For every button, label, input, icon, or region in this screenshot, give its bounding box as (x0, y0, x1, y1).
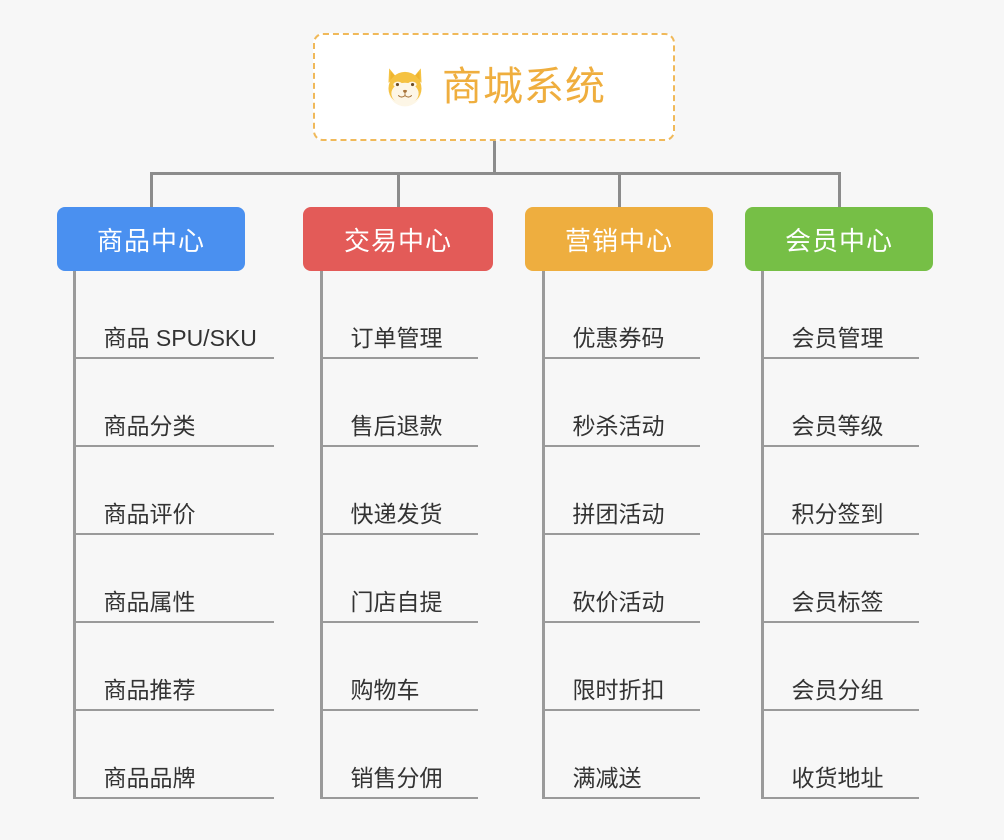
leaf-item[interactable]: 收货地址 (760, 711, 919, 799)
leaf-item-label: 商品属性 (103, 589, 196, 616)
leaf-item[interactable]: 会员标签 (760, 535, 919, 623)
leaf-item-label: 商品评价 (103, 501, 196, 528)
category-label: 会员中心 (784, 225, 893, 256)
category-box-1[interactable]: 商品中心 (57, 207, 245, 271)
category-label: 商品中心 (96, 225, 205, 256)
leaf-item-label: 砍价活动 (572, 589, 665, 616)
leaf-item-label: 商品分类 (103, 413, 196, 440)
leaf-item[interactable]: 商品推荐 (72, 623, 274, 711)
leaf-item[interactable]: 商品分类 (72, 359, 274, 447)
branch-drop-line-0 (149, 172, 153, 207)
category-box-2[interactable]: 交易中心 (303, 207, 493, 271)
leaf-item-label: 会员管理 (791, 325, 884, 352)
leaf-item[interactable]: 商品品牌 (72, 711, 274, 799)
leaf-item[interactable]: 销售分佣 (319, 711, 478, 799)
leaf-item[interactable]: 商品评价 (72, 447, 274, 535)
leaf-item-label: 满减送 (572, 765, 642, 792)
leaf-item[interactable]: 秒杀活动 (541, 359, 700, 447)
branch-trunk-line-2 (319, 271, 323, 799)
category-box-3[interactable]: 营销中心 (525, 207, 713, 271)
leaf-item-label: 秒杀活动 (572, 413, 665, 440)
leaf-item-label: 购物车 (350, 677, 420, 704)
leaf-item[interactable]: 会员管理 (760, 271, 919, 359)
shiba-dog-face-icon (388, 68, 422, 107)
leaf-item[interactable]: 售后退款 (319, 359, 478, 447)
leaf-item-label: 积分签到 (791, 501, 884, 528)
leaf-item[interactable]: 购物车 (319, 623, 478, 711)
branch-trunk-line-4 (760, 271, 764, 799)
branch-trunk-line-3 (541, 271, 545, 799)
category-box-4[interactable]: 会员中心 (745, 207, 933, 271)
leaf-item[interactable]: 限时折扣 (541, 623, 700, 711)
branch-drop-line-1 (396, 172, 400, 207)
leaf-item[interactable]: 商品 SPU/SKU (72, 271, 274, 359)
branch-drop-line-2 (617, 172, 621, 207)
leaf-item-label: 会员分组 (791, 677, 884, 704)
root-stem-line (492, 141, 496, 175)
leaf-item-label: 收货地址 (791, 765, 884, 792)
branch-trunk-line-1 (72, 271, 76, 799)
leaf-item[interactable]: 砍价活动 (541, 535, 700, 623)
branch-drop-line-3 (837, 172, 841, 207)
leaf-item[interactable]: 订单管理 (319, 271, 478, 359)
leaf-item[interactable]: 满减送 (541, 711, 700, 799)
leaf-item-label: 售后退款 (350, 413, 443, 440)
leaf-item-label: 商品 SPU/SKU (103, 325, 257, 352)
leaf-item[interactable]: 会员等级 (760, 359, 919, 447)
leaf-item[interactable]: 积分签到 (760, 447, 919, 535)
leaf-item-label: 优惠券码 (572, 325, 665, 352)
leaf-item[interactable]: 门店自提 (319, 535, 478, 623)
leaf-item[interactable]: 商品属性 (72, 535, 274, 623)
leaf-item[interactable]: 快递发货 (319, 447, 478, 535)
leaf-item[interactable]: 拼团活动 (541, 447, 700, 535)
leaf-item-label: 商品品牌 (103, 765, 196, 792)
root-title: 商城系统 (442, 65, 606, 109)
leaf-item-label: 限时折扣 (572, 677, 665, 704)
leaf-item-label: 订单管理 (350, 325, 443, 352)
leaf-item[interactable]: 优惠券码 (541, 271, 700, 359)
leaf-item-label: 会员标签 (791, 589, 884, 616)
category-label: 交易中心 (343, 225, 452, 256)
root-node[interactable]: 商城系统 (313, 33, 675, 141)
leaf-item-label: 门店自提 (350, 589, 443, 616)
leaf-item-label: 拼团活动 (572, 501, 665, 528)
leaf-item-label: 快递发货 (350, 501, 443, 528)
leaf-item-label: 销售分佣 (350, 765, 443, 792)
leaf-item-label: 会员等级 (791, 413, 884, 440)
branch-bus-line (151, 172, 839, 175)
category-label: 营销中心 (564, 225, 673, 256)
leaf-item[interactable]: 会员分组 (760, 623, 919, 711)
leaf-item-label: 商品推荐 (103, 677, 196, 704)
